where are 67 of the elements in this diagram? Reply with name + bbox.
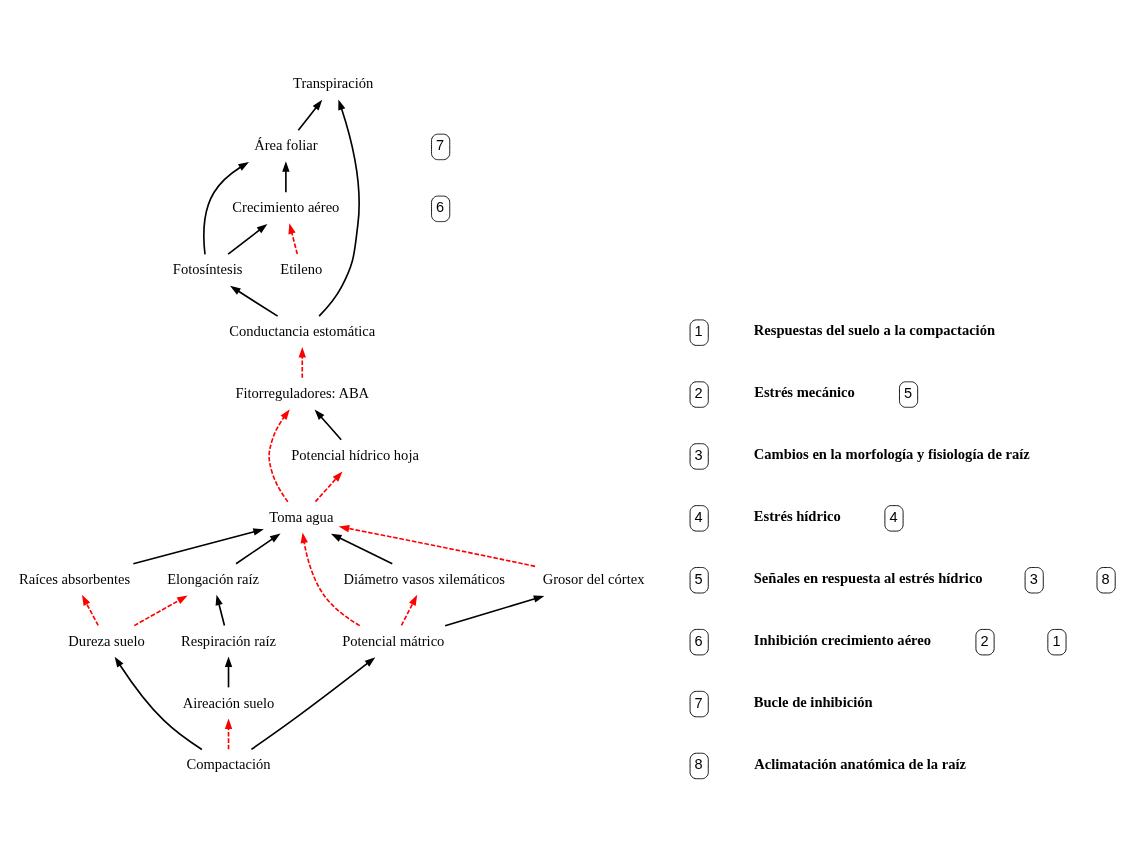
arrow (314, 471, 343, 503)
arrow (224, 718, 233, 751)
label: Respuestas del suelo a la compactación (753, 322, 996, 339)
arrow (227, 223, 268, 255)
arrow (314, 409, 342, 441)
label: 4 (694, 508, 703, 525)
node-text: Diámetro vasos xilemáticos (343, 570, 506, 587)
label: 5 (904, 385, 913, 402)
arrow (300, 532, 361, 627)
node-text: Potencial mátrico (342, 632, 445, 649)
arrow (268, 409, 290, 503)
node-text: Aireación suelo (182, 694, 275, 711)
arrow (444, 595, 545, 627)
label: 4 (889, 508, 898, 525)
node-text: Crecimiento aéreo (232, 199, 340, 216)
arrow (230, 285, 279, 317)
node-text: Respiración raíz (181, 632, 276, 649)
arrow (288, 223, 299, 255)
label: 1 (1052, 632, 1061, 649)
label: Cambios en la morfología y fisiología de raíz (753, 446, 1030, 462)
label: 8 (694, 756, 703, 773)
node-text: Transpiración (293, 75, 374, 92)
node-text: Potencial hídrico hoja (291, 446, 419, 463)
arrow (133, 595, 188, 627)
node-text: Área foliar (254, 137, 318, 154)
arrow (250, 657, 376, 751)
node-text: Raíces absorbentes (19, 570, 131, 587)
arrow (132, 528, 264, 565)
label: 1 (694, 323, 703, 340)
arrow (215, 594, 226, 627)
arrow (81, 594, 99, 627)
label: 7 (694, 694, 703, 711)
arrow (318, 99, 360, 317)
arrow (235, 533, 281, 565)
node-text: Elongación raíz (167, 570, 259, 587)
node-text: Dureza suelo (68, 632, 145, 649)
label: 3 (1029, 570, 1038, 587)
label: 6 (436, 199, 445, 216)
arrow (330, 533, 394, 565)
arrow (282, 161, 290, 193)
label: 5 (694, 570, 703, 587)
label: 8 (1101, 570, 1110, 587)
label: 2 (980, 632, 989, 649)
arrow (338, 524, 536, 568)
node-text: Toma agua (269, 508, 334, 525)
arrow (114, 656, 203, 751)
label: Inhibición crecimiento aéreo (753, 631, 932, 648)
node-text: Fitorreguladores: ABA (235, 385, 370, 402)
node-text: Etileno (280, 261, 323, 278)
node-text: Compactación (186, 756, 271, 773)
arrow (298, 346, 306, 379)
arrow (224, 656, 233, 689)
label: Aclimatación anatómica de la raíz (754, 755, 966, 772)
label: 6 (694, 632, 703, 649)
label: Estrés mecánico (754, 384, 855, 401)
label: 2 (694, 385, 703, 402)
label: Bucle de inhibición (753, 693, 873, 710)
node-text: Grosor del córtex (542, 570, 645, 587)
arrow (297, 99, 323, 132)
node-text: Fotosíntesis (172, 261, 243, 278)
arrow (400, 594, 418, 627)
label: 7 (436, 137, 445, 154)
label: Señales en respuesta al estrés hídrico (753, 569, 983, 586)
arrow (203, 162, 249, 256)
node-text: Conductancia estomática (229, 323, 376, 340)
label: 3 (694, 446, 703, 463)
label: Estrés hídrico (753, 507, 841, 524)
